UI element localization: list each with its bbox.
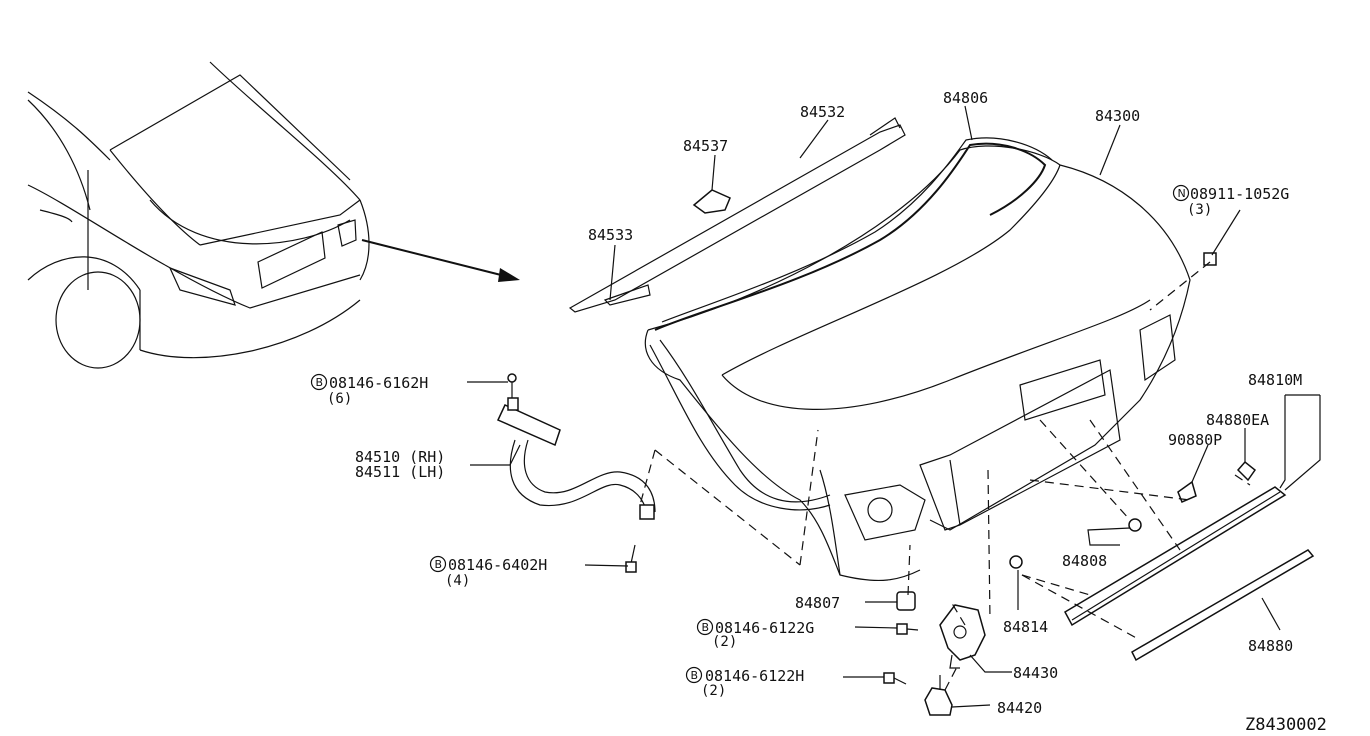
assembly-dashed-lines — [639, 261, 1251, 691]
callout-bolt-hinge: B 08146-6162H (6) — [310, 373, 428, 407]
b-circle-letter: B — [702, 621, 710, 634]
nut-08911 — [1203, 252, 1217, 266]
label-hinge-lh: 84511 (LH) — [355, 463, 445, 481]
label-bolt-hinge-code: 08146-6162H — [329, 374, 428, 392]
label-84532: 84532 — [800, 103, 845, 121]
trunk-striker-84420 — [924, 675, 953, 716]
label-90880P: 90880P — [1168, 431, 1222, 449]
trunk-lock-84430 — [939, 604, 986, 669]
label-nut-code: 08911-1052G — [1190, 185, 1289, 203]
label-84810M: 84810M — [1248, 371, 1302, 389]
label-bolt-hinge-lower-code: 08146-6402H — [448, 556, 547, 574]
b-circle-letter: B — [316, 376, 324, 389]
label-nut-qty: (3) — [1187, 202, 1212, 218]
label-84807: 84807 — [795, 594, 840, 612]
b-circle-letter: B — [691, 669, 699, 682]
label-84533: 84533 — [588, 226, 633, 244]
label-bolt-striker-qty: (2) — [701, 683, 726, 699]
n-circle-icon — [1172, 184, 1190, 202]
hinge-lower-bolt — [625, 544, 637, 573]
label-84814: 84814 — [1003, 618, 1048, 636]
label-bolt-lock-qty: (2) — [712, 634, 737, 650]
diagram-id: Z8430002 — [1245, 715, 1327, 735]
label-84880: 84880 — [1248, 637, 1293, 655]
b-circle-icon — [685, 666, 703, 684]
b-circle-letter: B — [435, 558, 443, 571]
clip-84880EA — [1236, 460, 1257, 482]
callout-nut-08911: N 08911-1052G (3) — [1172, 184, 1289, 218]
label-bolt-hinge-lower-qty: (4) — [445, 573, 470, 589]
callout-bolt-striker: B 08146-6122H (2) — [685, 666, 804, 699]
label-84420: 84420 — [997, 699, 1042, 717]
garnish-84880 — [1131, 549, 1315, 662]
b-circle-icon — [696, 618, 714, 636]
label-84808: 84808 — [1062, 552, 1107, 570]
trunk-hinge — [496, 373, 656, 520]
label-84300: 84300 — [1095, 107, 1140, 125]
pointer-arrow — [361, 239, 520, 282]
bumper-84807 — [896, 591, 916, 611]
lock-bolt — [896, 623, 919, 635]
weatherstrip-84806 — [649, 137, 1053, 511]
car-rear-view — [27, 61, 370, 369]
b-circle-icon — [310, 373, 328, 391]
label-84880EA: 84880EA — [1206, 411, 1269, 429]
n-circle-letter: N — [1178, 187, 1186, 200]
leader-lines — [467, 105, 1321, 708]
label-84537: 84537 — [683, 137, 728, 155]
clip-84537 — [692, 189, 731, 214]
label-84806: 84806 — [943, 89, 988, 107]
torsion-bar-84532 — [568, 117, 906, 313]
label-bolt-lock-code: 08146-6122G — [715, 619, 814, 637]
label-hinge-rh: 84510 (RH) — [355, 448, 445, 466]
label-84430: 84430 — [1013, 664, 1058, 682]
finisher-84810M — [1063, 486, 1287, 627]
label-bolt-striker-code: 08146-6122H — [705, 667, 804, 685]
b-circle-icon — [429, 555, 447, 573]
trunk-lid-84300 — [644, 145, 1191, 582]
striker-bolt — [883, 672, 907, 685]
label-bolt-hinge-qty: (6) — [327, 391, 352, 407]
grommet-84808 — [1128, 518, 1142, 532]
callout-bolt-hinge-lower: B 08146-6402H (4) — [429, 555, 547, 589]
clip-84814 — [1009, 555, 1023, 569]
callout-bolt-lock: B 08146-6122G (2) — [696, 618, 814, 650]
